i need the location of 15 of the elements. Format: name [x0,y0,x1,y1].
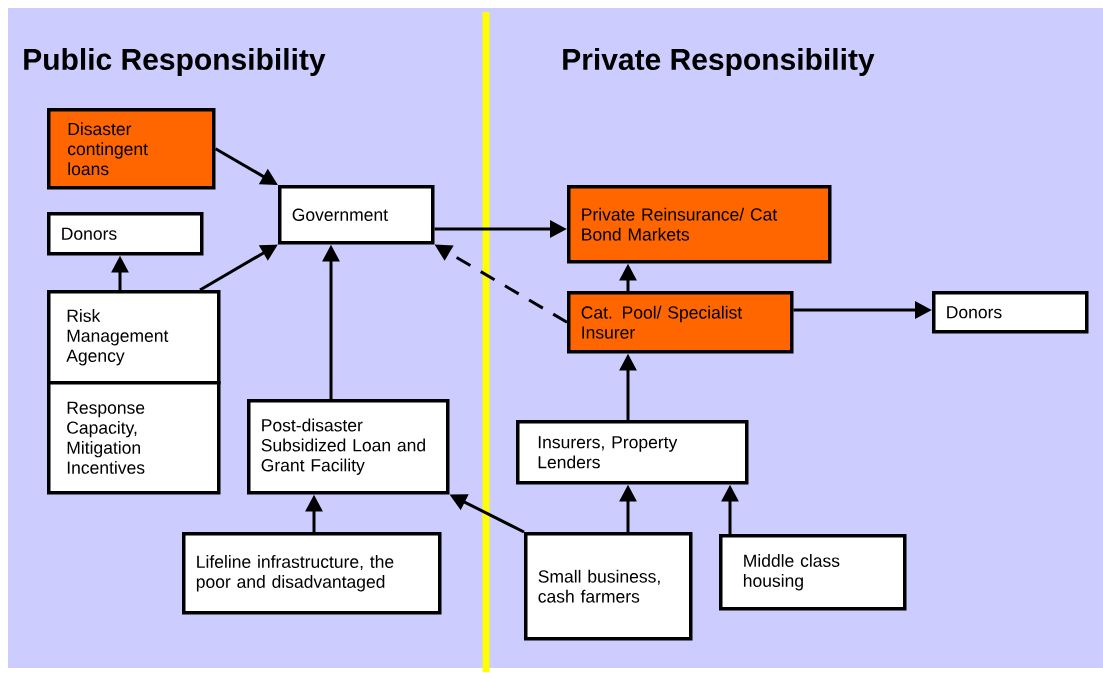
process-box: Small business, cash farmers [524,532,693,641]
process-box: Government [278,185,435,245]
section-heading: Private Responsibility [563,48,875,76]
process-box: Response Capacity, Mitigation Incentives [47,381,221,495]
process-box: Donors [47,212,204,256]
process-box: Donors [932,291,1089,334]
process-box: Insurers, Property Lenders [516,420,749,485]
process-box: Middle class housing [719,534,907,611]
process-box: Risk Management Agency [47,290,221,385]
process-box: Lifeline infrastructure, the poor and disadvantaged [182,532,442,615]
process-box: Private Reinsurance/ Cat Bond Markets [567,185,832,264]
section-heading: Public Responsibility [24,48,326,76]
process-box: Cat. Pool/ Specialist Insurer [567,291,794,354]
process-box: Post-disaster Subsidized Loan and Grant Facility [247,399,450,495]
process-box: Disaster contingent loans [47,108,216,190]
